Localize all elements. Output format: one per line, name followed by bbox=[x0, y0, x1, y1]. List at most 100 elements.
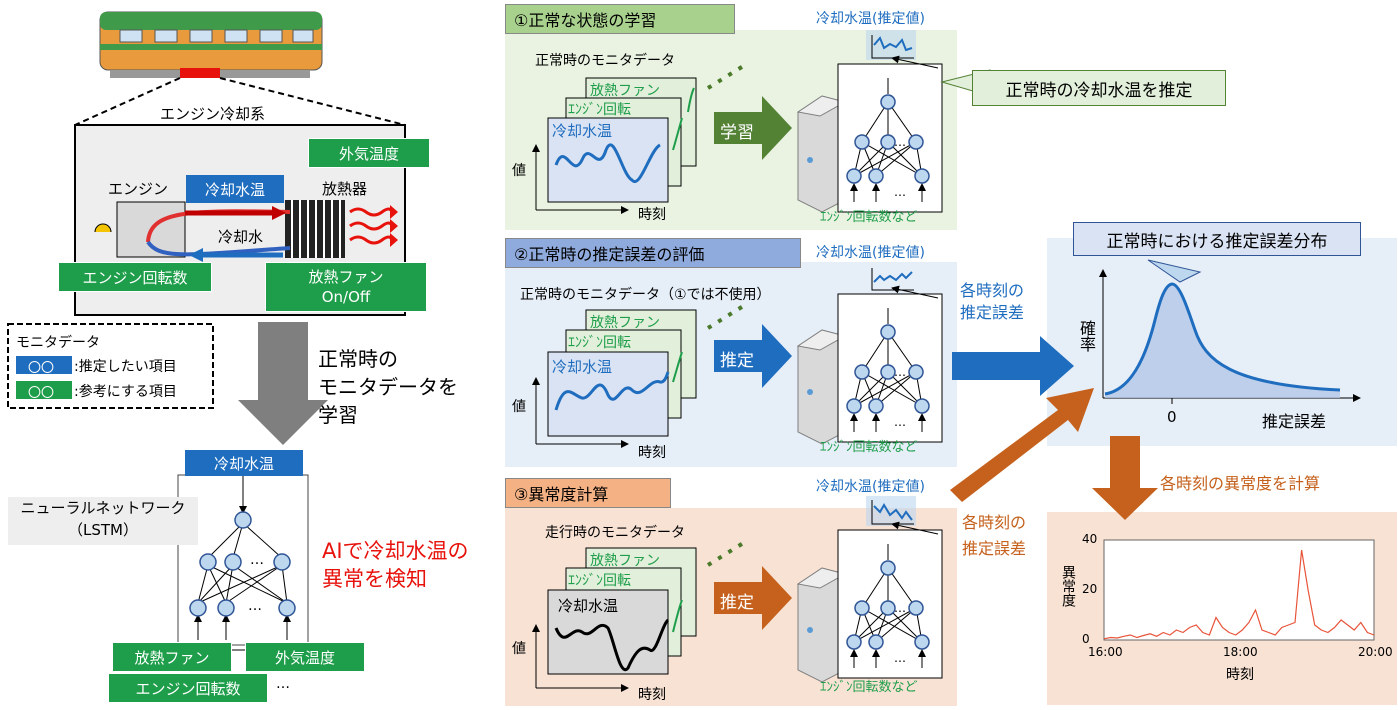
anomaly-ytick: 20 bbox=[1082, 582, 1098, 596]
nn-ellipsis-2: … bbox=[248, 598, 262, 614]
distribution-chart bbox=[1099, 259, 1361, 404]
lstm-network-icon bbox=[194, 475, 291, 640]
nn-node bbox=[880, 600, 896, 616]
section1-monitor-label: 正常時のモニタデータ bbox=[535, 53, 675, 69]
learn-text: 正常時の モニタデータを 学習 bbox=[318, 347, 458, 427]
svg-text:…: … bbox=[894, 185, 906, 199]
fan-line1: 放熱ファン bbox=[308, 268, 384, 286]
section2-estimate-arrow bbox=[714, 324, 792, 388]
section1-rpm-label: ｴﾝｼﾞﾝ回転 bbox=[568, 102, 631, 118]
radiator-icon bbox=[285, 200, 345, 258]
nn-node bbox=[868, 398, 884, 414]
section1-inputs-label: ｴﾝｼﾞﾝ回転数など bbox=[820, 210, 918, 225]
anomaly-xtick: 16:00 bbox=[1088, 645, 1123, 659]
section3-monitor-label: 走行時のモニタデータ bbox=[545, 525, 685, 541]
ai-detect-text: AIで冷却水温の 異常を検知 bbox=[322, 539, 469, 591]
section2-fan-label: 放熱ファン bbox=[590, 315, 660, 331]
section2-monitor-label: 正常時のモニタデータ（①では不使用） bbox=[520, 287, 771, 303]
nn-node bbox=[854, 600, 870, 616]
anomaly-xtick: 18:00 bbox=[1223, 645, 1258, 659]
anomaly-line-chart bbox=[1103, 539, 1375, 641]
section3-value-label: 値 bbox=[512, 641, 526, 657]
section1-value-label: 値 bbox=[512, 163, 526, 179]
engine-rpm-box: エンジン回転数 bbox=[58, 262, 212, 292]
section1-learn-arrow bbox=[714, 96, 792, 160]
distribution-ylabel: 確率 bbox=[1077, 320, 1096, 352]
nn-node bbox=[880, 560, 896, 576]
section3-data-stack bbox=[532, 540, 747, 692]
nn-node bbox=[908, 134, 924, 150]
section1-time-label: 時刻 bbox=[638, 207, 666, 223]
outside-temp-box: 外気温度 bbox=[308, 138, 430, 168]
nn-node bbox=[914, 168, 930, 184]
input-rpm-box: エンジン回転数 bbox=[108, 673, 268, 703]
legend-green-symbol: 〇〇 bbox=[28, 386, 55, 401]
input-ellipsis: … bbox=[276, 676, 290, 692]
engine-label: エンジン bbox=[108, 180, 169, 198]
section1-data-stack bbox=[532, 63, 747, 214]
nn-node bbox=[854, 134, 870, 150]
section2-error-label: 各時刻の 推定誤差 bbox=[960, 281, 1025, 322]
distribution-xlabel: 推定誤差 bbox=[1262, 412, 1327, 431]
section3-est-label: 冷却水温(推定値) bbox=[816, 479, 925, 495]
anomaly-ytick: 40 bbox=[1082, 532, 1098, 546]
nn-node bbox=[880, 364, 896, 380]
section1-est-minichart bbox=[866, 30, 916, 60]
svg-text:…: … bbox=[894, 601, 906, 615]
section3-server-icon bbox=[796, 567, 847, 683]
section3-rpm-label: ｴﾝｼﾞﾝ回転 bbox=[568, 573, 631, 589]
anomaly-series-line bbox=[1103, 549, 1375, 640]
section1-fan-label: 放熱ファン bbox=[590, 83, 660, 99]
distribution-xtick: 0 bbox=[1167, 408, 1177, 426]
section2-data-stack bbox=[532, 303, 747, 448]
section2-inputs-label: ｴﾝｼﾞﾝ回転数など bbox=[820, 440, 918, 455]
to-distribution-arrow bbox=[952, 336, 1074, 396]
section2-time-label: 時刻 bbox=[638, 445, 666, 461]
nn-node bbox=[880, 134, 896, 150]
section3-inputs-label: ｴﾝｼﾞﾝ回転数など bbox=[820, 680, 918, 695]
section3-estimate-arrow bbox=[714, 566, 792, 630]
section2-est-minichart bbox=[871, 268, 914, 291]
nn-node bbox=[880, 94, 896, 110]
nn-node bbox=[854, 364, 870, 380]
fan-onoff-box: 放熱ファン On/Off bbox=[265, 262, 427, 312]
nn-node bbox=[908, 600, 924, 616]
svg-text:…: … bbox=[894, 135, 906, 149]
nn-node bbox=[846, 168, 862, 184]
legend-green-text: :参考にする項目 bbox=[74, 384, 177, 400]
input-fan-box: 放熱ファン bbox=[112, 642, 232, 672]
section3-to-distribution-arrow bbox=[950, 388, 1094, 502]
radiator-label: 放熱器 bbox=[322, 180, 368, 198]
to-anomaly-arrow bbox=[1092, 436, 1158, 520]
section1-callout: 正常時の冷却水温を推定 bbox=[972, 70, 1226, 106]
nn-node bbox=[914, 398, 930, 414]
anomaly-xtick: 20:00 bbox=[1358, 645, 1393, 659]
section1-action-label: 学習 bbox=[720, 123, 754, 143]
input-outside-temp-box: 外気温度 bbox=[245, 642, 365, 672]
section2-rpm-label: ｴﾝｼﾞﾝ回転 bbox=[568, 335, 631, 351]
legend-blue-text: :推定したい項目 bbox=[74, 359, 177, 375]
coolant-label: 冷却水 bbox=[218, 228, 264, 246]
fan-line2: On/Off bbox=[321, 288, 371, 306]
nn-ellipsis-1: … bbox=[250, 552, 264, 568]
section3-title: ③異常度計算 bbox=[505, 478, 671, 508]
section2-est-label: 冷却水温(推定値) bbox=[816, 245, 925, 261]
section1-est-label: 冷却水温(推定値) bbox=[816, 11, 925, 27]
section3-error-label: 各時刻の 推定誤差 bbox=[962, 513, 1027, 558]
legend-blue-symbol: 〇〇 bbox=[28, 361, 55, 376]
svg-text:…: … bbox=[894, 365, 906, 379]
nn-node bbox=[846, 398, 862, 414]
section3-action-label: 推定 bbox=[720, 593, 754, 613]
section3-time-label: 時刻 bbox=[638, 687, 666, 703]
anomaly-title: 各時刻の異常度を計算 bbox=[1160, 474, 1321, 493]
train-icon bbox=[99, 11, 323, 78]
svg-text:…: … bbox=[894, 651, 906, 665]
nn-output-box: 冷却水温 bbox=[185, 450, 303, 476]
section2-coolant-label: 冷却水温 bbox=[552, 358, 613, 376]
section1-coolant-label: 冷却水温 bbox=[552, 122, 613, 140]
section2-value-label: 値 bbox=[512, 399, 526, 415]
nn-label-box: ニューラルネットワーク （LSTM） bbox=[8, 497, 198, 545]
section2-action-label: 推定 bbox=[720, 351, 754, 371]
legend-title: モニタデータ bbox=[16, 335, 100, 351]
nn-node bbox=[846, 634, 862, 650]
